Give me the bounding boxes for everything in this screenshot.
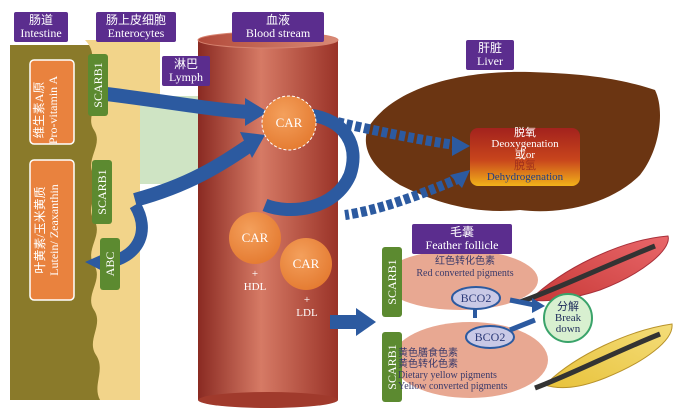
intestine-label-zh: 肠道 xyxy=(28,13,53,27)
bco2-b-label: BCO2 xyxy=(474,330,506,344)
liver-label: 肝脏 Liver xyxy=(466,40,514,70)
car-loop-arrow xyxy=(262,108,360,217)
feather-label-zh: 毛囊 xyxy=(449,225,474,239)
yellow-feather-shaft xyxy=(534,331,661,391)
car-hdl-circle xyxy=(229,212,281,264)
provitamin-box xyxy=(29,59,75,145)
hdl-label: + HDL xyxy=(243,268,267,293)
arrowhead-4 xyxy=(452,136,470,156)
breakdown-text: 分解 Break down xyxy=(544,302,592,335)
lutein-to-car-arrow xyxy=(133,139,254,207)
breakdown-circle xyxy=(543,293,593,343)
yellow-converted-zh: 黄色转化色素 xyxy=(398,359,458,370)
lymph-label: 淋巴 Lymph xyxy=(162,56,210,86)
ldl-label: + LDL xyxy=(296,294,318,319)
red-feather-shaft xyxy=(519,243,656,305)
enterocytes-label-en: Enterocytes xyxy=(107,26,165,40)
lutein-en: Lutein/ Zeaxanthin xyxy=(47,184,61,276)
yellow-dietary-zh: 黄色膳食色素 xyxy=(398,348,458,359)
red-pigments-text: 红色转化色素 Red converted pigments xyxy=(400,256,530,280)
bco2-a-ellipse xyxy=(451,286,501,310)
intestine-label: 肠道 Intestine xyxy=(14,12,68,42)
bco2-to-breakdown-arrow xyxy=(509,297,536,308)
dehydrogenation-zh: 脱氢 xyxy=(514,160,536,172)
bco2-a-label: BCO2 xyxy=(460,291,492,305)
arrowhead-6 xyxy=(356,308,376,336)
provitamin-text: 维生素A原 Pro-vitamin A xyxy=(32,68,72,152)
liver-reaction-box xyxy=(470,128,580,186)
breakdown-en2: down xyxy=(555,323,581,335)
liver-label-en: Liver xyxy=(477,54,503,68)
lymph-label-zh: 淋巴 xyxy=(173,57,198,71)
car-ldl-label: CAR xyxy=(292,256,320,271)
breakdown-en1: Break xyxy=(554,312,582,324)
breakdown-zh: 分解 xyxy=(557,301,579,313)
deoxygenation-zh: 脱氧 xyxy=(514,127,536,139)
enterocytes-label-zh: 肠上皮细胞 xyxy=(105,13,166,27)
blood-label: 血液 Blood stream xyxy=(232,12,324,42)
blood-label-zh: 血液 xyxy=(265,13,290,27)
car-to-liver-arrow xyxy=(318,113,456,150)
lutein-box xyxy=(29,159,75,301)
blood-label-en: Blood stream xyxy=(245,26,311,40)
scarb1-b-label: SCARB1 xyxy=(95,169,109,215)
arrowhead-7 xyxy=(532,298,545,313)
car-main-label: CAR xyxy=(275,115,303,130)
lutein-text: 叶黄素/玉米黄质 Lutein/ Zeaxanthin xyxy=(33,159,69,301)
abc-label: ABC xyxy=(103,251,117,277)
arrowhead-5 xyxy=(450,170,470,188)
feather-label: 毛囊 Feather follicle xyxy=(412,224,512,254)
lutein-zh: 叶黄素/玉米黄质 xyxy=(33,186,47,274)
liver-reaction-text: 脱氧 Deoxygenation 或or 脱氢 Dehydrogenation xyxy=(470,128,580,183)
feather-label-en: Feather follicle xyxy=(425,238,499,252)
arrowhead-1 xyxy=(245,98,268,126)
provitamin-en: Pro-vitamin A xyxy=(46,75,60,145)
yellow-converted-en: Yellow converted pigments xyxy=(398,381,508,392)
bco2-b-ellipse xyxy=(465,325,515,349)
or-label: 或or xyxy=(514,149,536,161)
scarb1-a-label: SCARB1 xyxy=(91,62,105,108)
arrowhead-2 xyxy=(240,132,265,158)
scarb1-c-box xyxy=(382,247,402,317)
blood-vessel-bottom xyxy=(198,392,338,408)
scarb1-c-label: SCARB1 xyxy=(385,259,399,305)
yellow-dietary-en: Dietary yellow pigments xyxy=(398,370,497,381)
enterocytes-label: 肠上皮细胞 Enterocytes xyxy=(96,12,176,42)
bco2-b-to-breakdown-arrow xyxy=(509,317,536,333)
scarb1-a-box xyxy=(88,54,108,116)
dehydrogenation-en: Dehydrogenation xyxy=(486,171,564,183)
lymph-label-en: Lymph xyxy=(168,70,203,84)
provitamin-to-car-arrow xyxy=(89,85,251,119)
car-ldl-circle xyxy=(280,238,332,290)
red-pigments-zh: 红色转化色素 xyxy=(435,256,495,267)
liver-to-blood-arrow xyxy=(344,173,462,220)
scarb1-d-box xyxy=(382,332,402,402)
car-hdl-label: CAR xyxy=(241,230,269,245)
abc-box xyxy=(100,238,120,290)
red-pigments-en: Red converted pigments xyxy=(416,268,514,279)
yellow-pigments-text: 黄色膳食色素 黄色转化色素 Dietary yellow pigments Ye… xyxy=(398,348,538,392)
scarb1-d-label: SCARB1 xyxy=(385,344,399,390)
intestine-label-en: Intestine xyxy=(20,26,62,40)
liver-label-zh: 肝脏 xyxy=(477,41,502,55)
scarb1-b-box xyxy=(92,160,112,224)
provitamin-zh: 维生素A原 xyxy=(32,81,46,139)
deoxygenation-en: Deoxygenation xyxy=(491,138,559,150)
car-main-circle xyxy=(261,95,317,151)
